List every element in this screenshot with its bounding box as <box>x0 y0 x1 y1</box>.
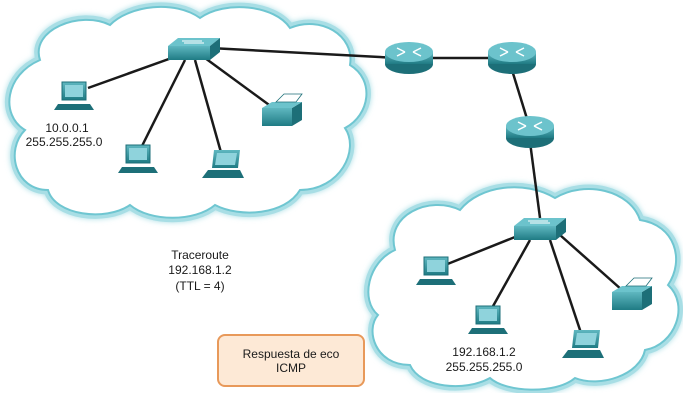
link-rswitch-pc1 <box>444 233 521 267</box>
router-icon[interactable] <box>506 116 554 148</box>
pc-icon[interactable] <box>54 81 94 110</box>
link-lswitch-pc2 <box>138 59 187 151</box>
switch-icon[interactable] <box>168 38 220 60</box>
left-host-ip: 10.0.0.1 <box>45 121 89 135</box>
link-lswitch-pc1 <box>87 53 181 90</box>
reply-line-2: ICMP <box>276 360 306 375</box>
link-router3-switch2 <box>528 141 542 219</box>
left-host-mask: 255.255.255.0 <box>25 135 103 149</box>
printer-icon[interactable] <box>262 93 303 126</box>
right-network-cloud <box>363 182 683 393</box>
link-lswitch-laptop <box>193 59 224 157</box>
printer-icon[interactable] <box>612 277 653 310</box>
traceroute-title: Traceroute <box>171 248 229 262</box>
router-icon[interactable] <box>385 42 433 74</box>
link-rswitch-printer <box>559 234 623 291</box>
pc-icon[interactable] <box>416 256 456 285</box>
traceroute-target: 192.168.1.2 <box>168 263 232 277</box>
right-host-ip: 192.168.1.2 <box>452 345 516 359</box>
switch-icon[interactable] <box>514 218 566 240</box>
laptop-icon[interactable] <box>202 150 244 178</box>
right-host-mask: 255.255.255.0 <box>445 360 523 374</box>
pc-icon[interactable] <box>118 144 158 173</box>
links <box>87 46 623 337</box>
left-network-cloud <box>5 2 371 223</box>
router-icon[interactable] <box>488 42 536 74</box>
laptop-icon[interactable] <box>562 330 604 358</box>
link-router2-router3 <box>510 69 530 123</box>
pc-icon[interactable] <box>468 305 508 334</box>
icmp-echo-reply-box: Respuesta de eco ICMP <box>217 334 365 387</box>
reply-line-1: Respuesta de eco <box>242 346 340 361</box>
link-rswitch-laptop <box>548 239 584 337</box>
link-rswitch-pc2 <box>490 239 532 309</box>
link-lswitch-printer <box>204 56 277 112</box>
link-switch-router1 <box>209 46 399 60</box>
traceroute-ttl: (TTL = 4) <box>175 279 225 293</box>
